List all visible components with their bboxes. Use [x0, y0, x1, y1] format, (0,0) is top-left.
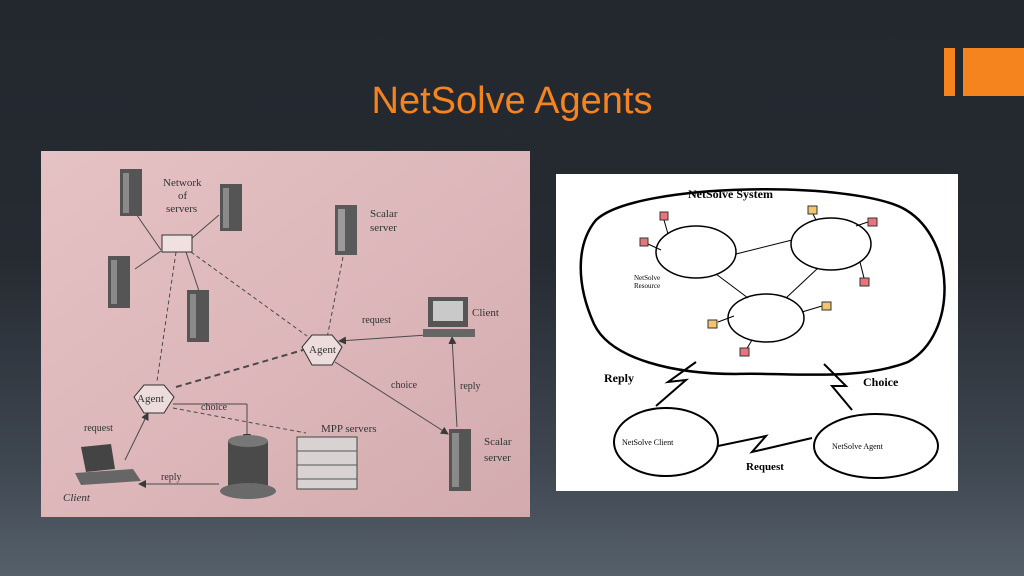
server-tower-icon — [120, 169, 142, 216]
resource-node-right — [790, 217, 872, 271]
network-label-line2: of — [178, 190, 188, 202]
scalar-server-icon — [335, 205, 357, 255]
netsolve-system-diagram: NetSolve System NetSolve Resource Reply … — [556, 174, 958, 491]
scalar-server-bottom-label-line1: Scalar — [484, 436, 512, 448]
scalar-server-bottom-label-line2: server — [484, 452, 511, 464]
network-hub — [161, 234, 193, 253]
netsolve-system-boundary — [579, 188, 946, 376]
slide-title: NetSolve Agents — [371, 80, 653, 122]
system-label: NetSolve System — [688, 187, 773, 201]
scalar-server-icon — [449, 429, 471, 491]
accent-bar-wide — [963, 48, 1024, 96]
network-label-line3: servers — [166, 203, 197, 215]
request-lightning-arrow — [717, 434, 813, 454]
mpp-servers-label: MPP servers — [321, 423, 377, 435]
resource-node-left — [655, 225, 737, 279]
network-agents-diagram: Network of servers Scalar server Client … — [41, 151, 530, 517]
request-left-label: request — [84, 423, 113, 434]
laptop-icon — [75, 444, 141, 485]
client-right-label: Client — [472, 307, 499, 319]
client-computer-icon — [423, 297, 475, 337]
reply-bottom-label: reply — [161, 472, 182, 483]
reply-right-label: reply — [460, 381, 481, 392]
request-label: Request — [746, 461, 784, 473]
server-tower-icon — [108, 256, 130, 308]
client-label: NetSolve Client — [622, 438, 674, 447]
resource-square — [859, 277, 870, 287]
agent-top-label: Agent — [309, 344, 336, 356]
resource-square — [807, 205, 818, 215]
resource-label-line2: Resource — [634, 282, 660, 290]
resource-square — [821, 301, 832, 311]
accent-bar-thin — [944, 48, 955, 96]
resource-square — [867, 217, 878, 227]
mpp-cylinder-icon — [220, 435, 276, 499]
reply-label: Reply — [604, 371, 634, 385]
server-tower-icon — [220, 184, 242, 231]
mpp-rack-icon — [296, 436, 358, 490]
client-bottom-label: Client — [63, 492, 91, 504]
agent-left-label: Agent — [137, 393, 164, 405]
choice-lightning-arrow — [823, 363, 853, 411]
agent-label: NetSolve Agent — [832, 442, 884, 451]
choice-left-label: choice — [201, 402, 228, 413]
network-label-line1: Network — [163, 177, 202, 189]
agent-node-top — [301, 334, 343, 366]
resource-square — [707, 319, 718, 329]
scalar-server-top-label-line2: server — [370, 222, 397, 234]
netsolve-client-node — [613, 407, 719, 477]
reply-lightning-arrow — [655, 361, 697, 407]
choice-label: Choice — [863, 375, 899, 389]
scalar-server-top-label-line1: Scalar — [370, 208, 398, 220]
request-top-label: request — [362, 315, 391, 326]
resource-square — [659, 211, 669, 221]
resource-square — [739, 347, 750, 357]
choice-right-label: choice — [391, 380, 418, 391]
netsolve-agent-node — [813, 413, 939, 479]
resource-label-line1: NetSolve — [634, 274, 660, 282]
server-tower-icon — [187, 290, 209, 342]
resource-square — [639, 237, 649, 247]
agent-node-left — [133, 384, 175, 414]
